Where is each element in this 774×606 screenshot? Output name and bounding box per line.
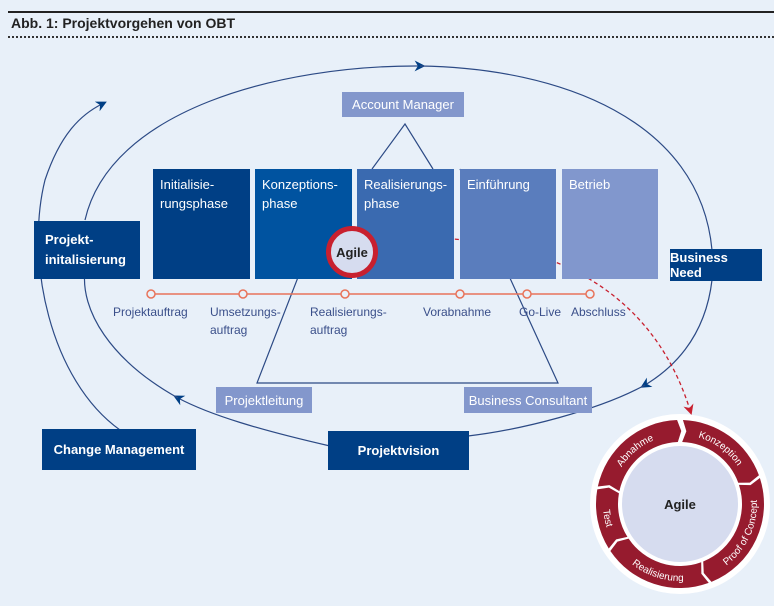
cycle-projektvision: Projektvision — [328, 431, 469, 470]
phase-einfuehrung: Einführung — [460, 169, 556, 279]
milestone-label: Realisierungs- — [310, 305, 387, 319]
agile-wheel-center-label: Agile — [664, 497, 696, 512]
phase-label: Realisierungs- — [364, 177, 448, 192]
milestone-label: auftrag — [210, 323, 248, 337]
milestone-dot — [340, 289, 350, 299]
agile-wheel-label: Test — [600, 509, 614, 529]
phase-realisierung: Realisierungs- phase — [357, 169, 454, 279]
phase-label: Betrieb — [569, 177, 611, 192]
agile-wheel-segment — [610, 538, 709, 588]
milestone-vorabnahme: Vorabnahme — [423, 303, 491, 321]
cycle-label: Projekt- — [45, 232, 94, 247]
inner-cycle-top — [84, 60, 426, 221]
inner-cycle-left — [83, 269, 179, 399]
milestone-realisierungsauftrag: Realisierungs-auftrag — [310, 303, 387, 339]
agile-wheel-center — [622, 446, 738, 562]
phase-label: Einführung — [467, 177, 530, 192]
agile-wheel-segment — [595, 487, 628, 549]
milestone-abschluss: Abschluss — [571, 303, 626, 321]
account-manager-triangle — [371, 122, 434, 170]
top-rule — [8, 11, 774, 13]
milestone-dot — [146, 289, 156, 299]
title-dotted-rule — [8, 36, 774, 38]
phase-label: rungsphase — [160, 196, 228, 211]
agile-wheel-segment — [682, 420, 759, 483]
milestone-label: Abschluss — [571, 305, 626, 319]
milestone-umsetzungsauftrag: Umsetzungs-auftrag — [210, 303, 281, 339]
milestone-label: Umsetzungs- — [210, 305, 281, 319]
inner-cycle-bottom-right — [467, 384, 646, 437]
cycle-business-need: Business Need — [670, 249, 762, 281]
role-business-consultant: Business Consultant — [464, 387, 592, 413]
cycle-change-management: Change Management — [42, 429, 196, 470]
cycle-label: initalisierung — [45, 252, 126, 267]
figure-title: Abb. 1: Projektvorgehen von OBT — [11, 15, 236, 31]
milestone-dot — [238, 289, 248, 299]
milestone-dot — [522, 289, 532, 299]
inner-cycle-top-right — [419, 65, 713, 251]
milestone-label: Projektauftrag — [113, 305, 188, 319]
phase-label: phase — [262, 196, 298, 211]
cycle-projektinitialisierung: Projekt- initalisierung — [34, 221, 140, 279]
milestone-dot — [455, 289, 465, 299]
phase-initialisierung: Initialisie- rungsphase — [153, 169, 250, 279]
agile-badge: Agile — [326, 226, 378, 278]
milestone-label: auftrag — [310, 323, 348, 337]
agile-wheel-segment — [597, 420, 682, 492]
milestone-dot — [585, 289, 595, 299]
role-projektleitung: Projektleitung — [216, 387, 312, 413]
inner-cycle-right — [640, 279, 713, 388]
phase-label: Konzeptions- — [262, 177, 338, 192]
phase-label: Initialisie- — [160, 177, 215, 192]
milestone-label: Vorabnahme — [423, 305, 492, 319]
phase-betrieb: Betrieb — [562, 169, 658, 279]
inner-cycle-bottom — [173, 395, 331, 447]
milestone-go-live: Go-Live — [519, 303, 561, 321]
phase-label: phase — [364, 196, 400, 211]
agile-wheel-segment — [703, 478, 764, 582]
role-account-manager: Account Manager — [342, 92, 464, 117]
outer-cycle-left — [37, 101, 121, 431]
milestone-label: Go-Live — [519, 305, 562, 319]
milestone-projektauftrag: Projektauftrag — [113, 303, 188, 321]
